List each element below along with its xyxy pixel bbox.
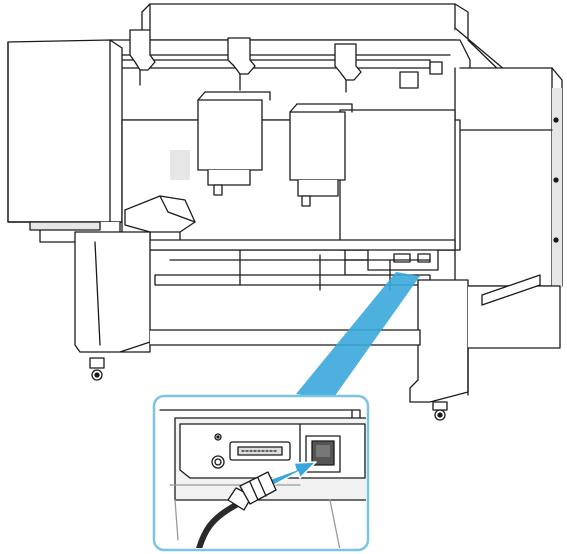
insert-arrow-icon [267,461,317,487]
power-cord-icon [195,471,277,548]
callout-beam [296,272,420,400]
ink-modules [170,91,353,207]
stand [74,231,561,421]
left-housing [7,39,123,243]
power-inlet-callout [152,394,370,552]
printer-icon [7,3,563,421]
port-panel [344,247,439,276]
right-housing [454,67,563,288]
caster-left [89,357,105,381]
caster-right [432,401,448,421]
roll-holder-clips [129,29,443,93]
left-bracket [124,195,196,246]
